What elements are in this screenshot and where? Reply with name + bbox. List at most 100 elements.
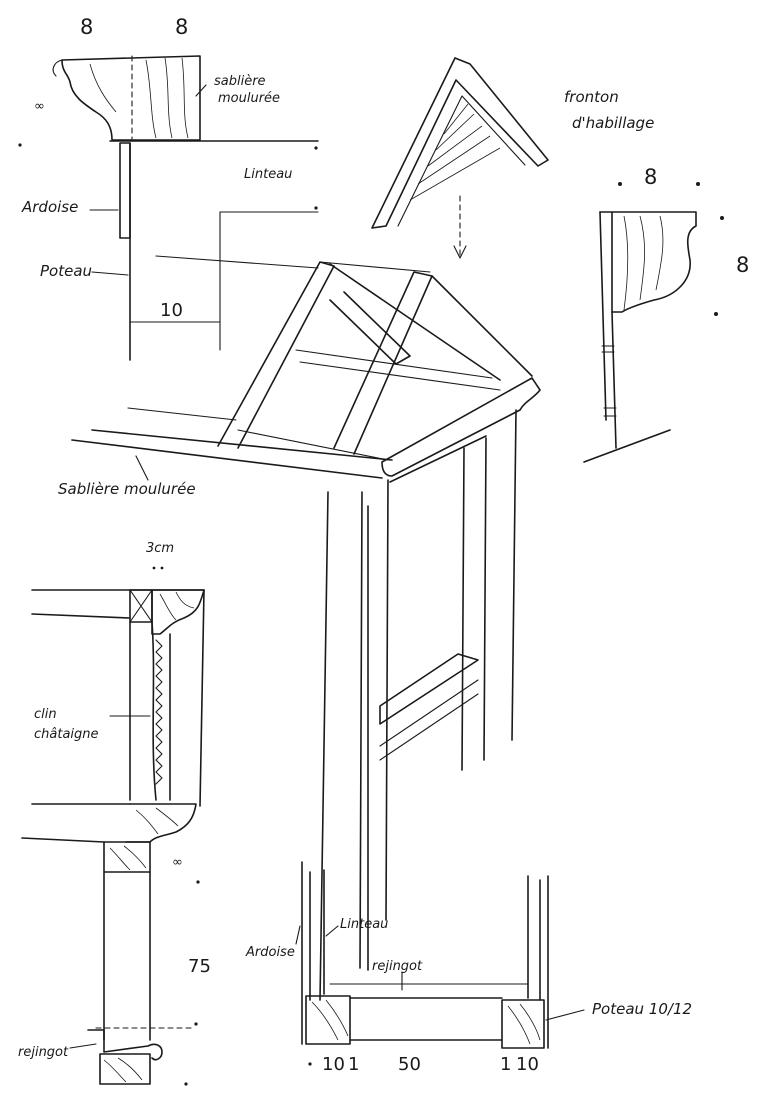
pen-marks xyxy=(18,143,724,1086)
lintel-cross xyxy=(129,589,153,623)
corner-post-right xyxy=(611,311,617,449)
label-ardoise-bottom: Ardoise xyxy=(245,945,295,960)
rejingot-leader xyxy=(69,1043,97,1049)
post-right-c xyxy=(511,409,517,741)
sill-bottom xyxy=(21,837,105,843)
dim-8-right-top: 8 xyxy=(644,165,657,189)
rejingot-block xyxy=(99,1053,151,1085)
bottom-moulding xyxy=(125,803,197,843)
porch-perspective: Sablière moulurée xyxy=(58,255,541,1001)
rafter-left-front xyxy=(217,261,335,449)
rafter-right-2 xyxy=(431,275,533,377)
label-linteau-bottom: Linteau xyxy=(340,917,388,932)
eave-back xyxy=(127,407,237,421)
linteau-outline xyxy=(219,211,319,351)
bottom-moulding-grain xyxy=(135,807,179,835)
dim-8-b: 8 xyxy=(175,15,188,39)
sabliere-bottom-leader xyxy=(135,455,149,481)
label-ardoise-top: Ardoise xyxy=(21,198,78,216)
label-sabliere-bottom: Sablière moulurée xyxy=(58,480,196,498)
dim-3cm: 3cm xyxy=(146,541,174,556)
sabliere-lip xyxy=(52,59,63,77)
lintel-bottom xyxy=(31,613,131,619)
side-rail-low xyxy=(379,679,479,747)
lower-right-plan: Ardoise Linteau rejingot Poteau 10/12 10… xyxy=(245,861,692,1075)
purlin-2 xyxy=(299,361,501,391)
dim-bottom-10a: 10 xyxy=(322,1054,345,1075)
ardoise-strip xyxy=(119,142,131,239)
ridge-line xyxy=(319,261,431,273)
side-rail xyxy=(379,653,479,725)
label-rejingot-bottom: rejingot xyxy=(372,959,423,974)
label-clin-2: châtaigne xyxy=(34,727,99,742)
corner-post-left xyxy=(599,211,607,421)
sabliere-profile xyxy=(61,55,201,141)
fronton-arrow-head xyxy=(453,245,467,259)
dim-bottom-10b: 10 xyxy=(516,1054,539,1075)
dim-infinity: ∞ xyxy=(34,99,45,114)
plan-post-right-grain xyxy=(507,1003,541,1045)
label-poteau-bottom: Poteau 10/12 xyxy=(592,1000,692,1018)
post-head-grain xyxy=(109,845,147,871)
corner-profile xyxy=(599,211,697,313)
lower-left-section: 3cm clin châtaigne ∞ 75 rejingot xyxy=(18,541,211,1085)
clin-hatching xyxy=(155,639,163,785)
rafter-right-1 xyxy=(329,263,501,381)
post-left-outer xyxy=(319,491,329,1001)
label-poteau-top: Poteau xyxy=(40,262,92,280)
dim-bottom-1a: 1 xyxy=(348,1054,359,1075)
label-fronton-1: fronton xyxy=(564,88,619,106)
fronton-detail: fronton d'habillage xyxy=(371,57,654,259)
sabliere-leader xyxy=(195,84,207,97)
post-mid xyxy=(385,479,389,921)
post-head-block xyxy=(103,841,151,873)
label-clin-1: clin xyxy=(34,707,57,722)
side-rail-low2 xyxy=(379,693,479,761)
label-sabliere-1: sablière xyxy=(214,74,266,89)
tie-beam xyxy=(237,429,389,461)
rafter-left-rear xyxy=(333,271,433,455)
top-left-section-detail: 8 8 sablière moulurée ∞ Ardoise Poteau L… xyxy=(21,15,319,361)
ridge-guide xyxy=(155,255,319,269)
post-right-a xyxy=(461,447,465,771)
front-eave-beam xyxy=(381,377,541,477)
sabliere-grain xyxy=(89,57,189,139)
top-moulding xyxy=(151,589,205,635)
plan-post-left xyxy=(305,995,351,1045)
label-sabliere-2: moulurée xyxy=(218,91,280,106)
plan-post-left-grain xyxy=(311,999,349,1041)
dim-8-a: 8 xyxy=(80,15,93,39)
dim-8-right-side: 8 xyxy=(736,253,749,277)
corner-ground xyxy=(583,429,671,463)
dim-infinity-lower: ∞ xyxy=(172,855,183,870)
fronton-frame xyxy=(371,57,549,229)
plan-post-right xyxy=(501,999,545,1049)
lintel-side xyxy=(389,435,487,483)
eave-bottom xyxy=(71,439,383,479)
corner-grain xyxy=(623,215,664,311)
dim-bottom-1b: 1 xyxy=(500,1054,511,1075)
top-moulding-grain xyxy=(159,591,195,621)
clin-zigzag xyxy=(151,621,157,801)
post-right-b xyxy=(483,437,487,761)
right-corner-section: 8 8 xyxy=(583,165,749,463)
dim-75: 75 xyxy=(188,956,211,977)
dim-10-top: 10 xyxy=(160,300,183,321)
purlin-1 xyxy=(295,349,493,379)
ardoise-bottom-leader xyxy=(295,925,301,945)
linteau-bottom-leader xyxy=(325,925,339,937)
label-linteau-top: Linteau xyxy=(244,167,292,182)
poteau-leader xyxy=(91,271,129,276)
poteau-bottom-leader xyxy=(545,1009,585,1021)
dim-bottom-50: 50 xyxy=(398,1054,421,1075)
rejingot-grain xyxy=(103,1057,143,1083)
fronton-boards xyxy=(409,103,501,201)
label-rejingot-left: rejingot xyxy=(18,1045,69,1060)
jamb-right xyxy=(199,589,205,807)
label-fronton-2: d'habillage xyxy=(572,114,654,132)
rejingot-profile xyxy=(87,1029,163,1061)
eave-top xyxy=(91,429,393,461)
post-left-inner xyxy=(359,491,363,969)
